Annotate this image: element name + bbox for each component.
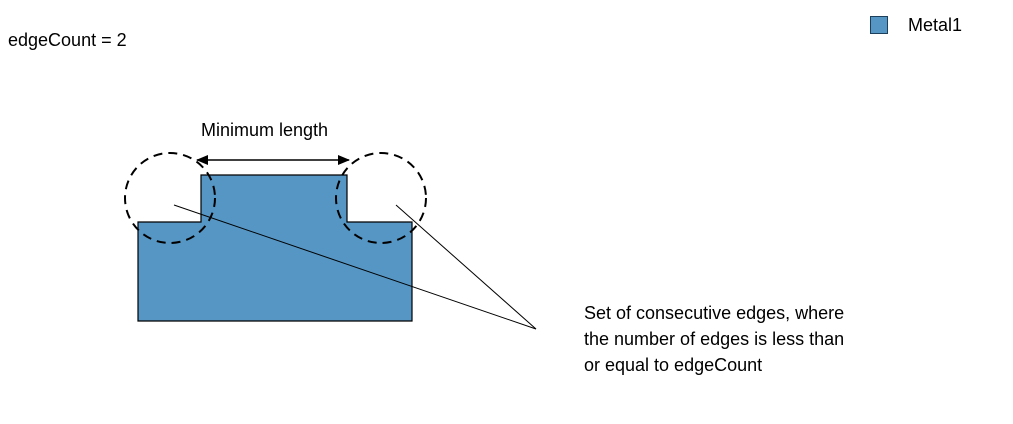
note-line: Set of consecutive edges, where xyxy=(584,303,845,323)
edge-set-note: Set of consecutive edges, where the numb… xyxy=(584,300,844,378)
leader-line-right xyxy=(395,204,537,330)
edge-count-label: edgeCount = 2 xyxy=(8,30,127,50)
min-length-label: Minimum length xyxy=(201,120,329,140)
legend: Metal1 xyxy=(870,14,962,36)
legend-label: Metal1 xyxy=(908,15,963,35)
metal1-shape xyxy=(137,174,413,322)
leader-line-left xyxy=(173,204,537,330)
right-edge-group-ellipse xyxy=(335,152,427,244)
left-edge-group-ellipse xyxy=(124,152,216,244)
note-line: or equal to edgeCount xyxy=(584,355,763,375)
legend-swatch xyxy=(870,16,888,34)
note-line: the number of edges is less than xyxy=(584,329,845,349)
